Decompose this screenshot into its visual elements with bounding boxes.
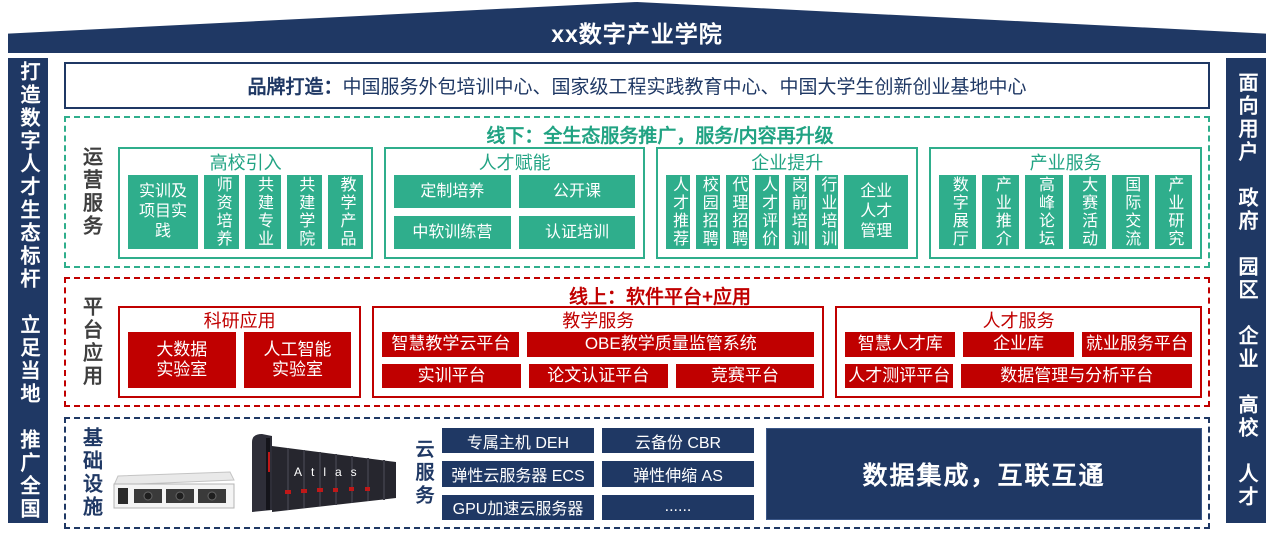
platform-cell: 企业库: [963, 332, 1074, 357]
platform-cell: 人工智能 实验室: [243, 332, 352, 388]
op-cell: 公开课: [518, 175, 636, 208]
platform-title: 线上：软件平台+应用: [568, 287, 752, 308]
top-banner: xx数字产业学院: [8, 2, 1266, 53]
platform-cell: 就业服务平台: [1081, 332, 1192, 357]
cloud-service-label: 云服务: [412, 438, 434, 508]
data-integration-box: 数据集成，互联互通: [766, 428, 1202, 520]
op-cell: 人才评价: [755, 175, 779, 249]
op-cell: 中软训练营: [394, 216, 511, 249]
op-cell: 共建学院: [286, 175, 322, 249]
op-cell: 人才推荐: [666, 175, 690, 249]
cloud-cell: ......: [602, 494, 754, 520]
group-talent-service: 人才服务 智慧人才库 企业库 就业服务平台 人才测评平台 数据管理与分析平台: [835, 306, 1202, 398]
group-title: 人才服务: [982, 311, 1055, 331]
cloud-cell: GPU加速云服务器: [442, 494, 594, 520]
operation-groups: 高校引入 实训及 项目实 践 师资培养 共建专业 共建学院 教学产品 人才赋能 …: [118, 147, 1202, 259]
cloud-cell: 云备份 CBR: [602, 428, 754, 454]
operation-section: 运营服务 线下：全生态服务推广，服务/内容再升级 高校引入 实训及 项目实 践 …: [64, 116, 1210, 268]
group-title: 科研应用: [203, 311, 276, 331]
op-cell: 行业培训: [814, 175, 839, 249]
op-cell: 产业研究: [1154, 175, 1192, 249]
right-sidebar: 面向用户 政府 园区 企业 高校 人才: [1226, 58, 1266, 523]
platform-side-label: 平台应用: [79, 296, 102, 388]
op-cell: 企业 人才 管理: [844, 175, 909, 249]
platform-cell: 实训平台: [382, 363, 521, 388]
op-cell: 数字展厅: [939, 175, 977, 249]
cloud-cell: 弹性云服务器 ECS: [442, 461, 594, 487]
platform-cell: 智慧人才库: [845, 332, 956, 357]
platform-cell: 论文认证平台: [528, 363, 668, 388]
platform-groups: 科研应用 大数据 实验室 人工智能 实验室 教学服务 智慧教学云平台 OBE教学…: [118, 306, 1202, 398]
op-cell: 师资培养: [204, 175, 240, 249]
left-sidebar: 打造数字人才生态标杆 立足当地 推广全国: [8, 58, 48, 523]
operation-title: 线下：全生态服务推广，服务/内容再升级: [486, 126, 834, 147]
cloud-cell: 弹性伸缩 AS: [602, 461, 754, 487]
group-title: 企业提升: [751, 153, 824, 173]
group-industry-service: 产业服务 数字展厅 产业推介 高峰论坛 大赛活动 国际交流 产业研究: [929, 147, 1202, 259]
cloud-cell: 专属主机 DEH: [442, 428, 594, 454]
rack-server-image: [113, 471, 235, 509]
atlas-label: Atlas: [294, 465, 366, 479]
op-cell: 大赛活动: [1068, 175, 1106, 249]
platform-cell: 大数据 实验室: [128, 332, 236, 388]
group-enterprise-boost: 企业提升 人才推荐 校园招聘 代理招聘 人才评价 岗前培训 行业培训 企业 人才…: [656, 147, 919, 259]
infrastructure-side-label: 基础设施: [79, 427, 102, 519]
platform-cell: 智慧教学云平台: [382, 332, 520, 357]
operation-side-label: 运营服务: [79, 146, 102, 238]
op-cell: 岗前培训: [784, 175, 809, 249]
platform-section: 平台应用 线上：软件平台+应用 科研应用 大数据 实验室 人工智能 实验室 教学…: [64, 277, 1210, 407]
page-title: xx数字产业学院: [551, 21, 723, 47]
op-cell: 教学产品: [327, 175, 364, 249]
group-university-intro: 高校引入 实训及 项目实 践 师资培养 共建专业 共建学院 教学产品: [118, 147, 374, 259]
group-title: 高校引入: [209, 153, 282, 173]
cloud-service-grid: 专属主机 DEH 云备份 CBR 弹性云服务器 ECS 弹性伸缩 AS GPU加…: [442, 428, 754, 520]
brand-label: 品牌打造：: [247, 77, 343, 98]
op-cell: 校园招聘: [695, 175, 720, 249]
brand-content: 中国服务外包培训中心、国家级工程实践教育中心、中国大学生创新创业基地中心: [342, 77, 1027, 98]
right-sidebar-text: 面向用户 政府 园区 企业 高校 人才: [1235, 72, 1257, 509]
op-cell: 共建专业: [245, 175, 281, 249]
platform-cell: 数据管理与分析平台: [961, 363, 1192, 388]
group-title: 人才赋能: [478, 153, 551, 173]
platform-cell: 人才测评平台: [845, 363, 954, 388]
op-cell: 代理招聘: [725, 175, 750, 249]
brand-box: 品牌打造： 中国服务外包培训中心、国家级工程实践教育中心、中国大学生创新创业基地…: [64, 62, 1210, 109]
op-cell: 实训及 项目实 践: [128, 175, 198, 249]
group-teaching-service: 教学服务 智慧教学云平台 OBE教学质量监管系统 实训平台 论文认证平台 竞赛平…: [372, 306, 825, 398]
platform-cell: 竞赛平台: [675, 363, 815, 388]
op-cell: 高峰论坛: [1025, 175, 1063, 249]
group-title: 产业服务: [1029, 153, 1102, 173]
op-cell: 定制培养: [394, 175, 511, 208]
group-talent-empower: 人才赋能 定制培养 公开课 中软训练营 认证培训: [384, 147, 646, 259]
platform-cell: OBE教学质量监管系统: [527, 332, 815, 357]
op-cell: 认证培训: [518, 216, 636, 249]
op-cell: 产业推介: [982, 175, 1020, 249]
group-title: 教学服务: [562, 311, 635, 331]
left-sidebar-text: 打造数字人才生态标杆 立足当地 推广全国: [17, 60, 39, 521]
op-cell: 国际交流: [1111, 175, 1149, 249]
atlas-server-image: Atlas: [252, 434, 396, 512]
group-research-apps: 科研应用 大数据 实验室 人工智能 实验室: [118, 306, 362, 398]
infrastructure-section: 基础设施: [64, 417, 1210, 529]
